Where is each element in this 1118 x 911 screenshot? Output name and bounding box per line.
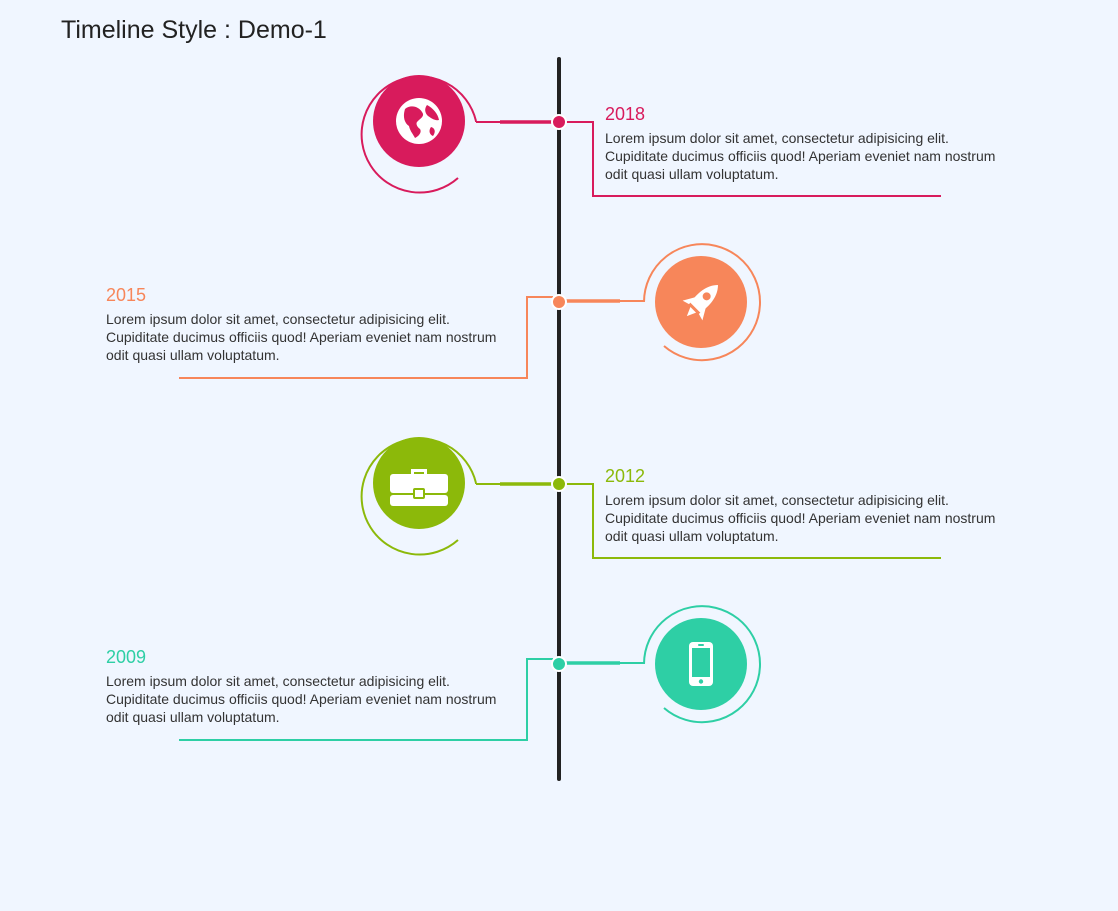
icon-ring xyxy=(643,243,761,362)
entry-description: Lorem ipsum dolor sit amet, consectetur … xyxy=(605,130,996,182)
page-title: Timeline Style : Demo-1 xyxy=(61,16,327,44)
rocket-icon xyxy=(682,285,718,321)
briefcase-icon xyxy=(390,469,448,506)
entry-year: 2012 xyxy=(605,466,646,486)
entry-year: 2018 xyxy=(605,104,646,124)
text-bracket xyxy=(179,296,553,379)
text-bracket xyxy=(565,121,941,197)
icon-ring xyxy=(360,75,477,194)
icon-ring xyxy=(643,605,761,724)
smartphone-icon xyxy=(689,642,713,686)
text-bracket xyxy=(565,483,941,559)
text-bracket xyxy=(179,658,553,741)
timeline-dot xyxy=(551,656,567,672)
timeline-entry xyxy=(360,75,941,197)
timeline-entry xyxy=(179,605,761,741)
timeline-dot xyxy=(551,114,567,130)
entry-year: 2015 xyxy=(106,285,147,305)
timeline-dot xyxy=(551,476,567,492)
entry-year: 2009 xyxy=(106,647,147,667)
globe-icon xyxy=(396,98,442,144)
icon-ring xyxy=(360,437,477,556)
timeline-entry xyxy=(179,243,761,379)
timeline-entry xyxy=(360,437,941,559)
entry-description: Lorem ipsum dolor sit amet, consectetur … xyxy=(106,673,497,725)
entry-description: Lorem ipsum dolor sit amet, consectetur … xyxy=(106,311,497,363)
timeline-dot xyxy=(551,294,567,310)
entry-description: Lorem ipsum dolor sit amet, consectetur … xyxy=(605,492,996,544)
